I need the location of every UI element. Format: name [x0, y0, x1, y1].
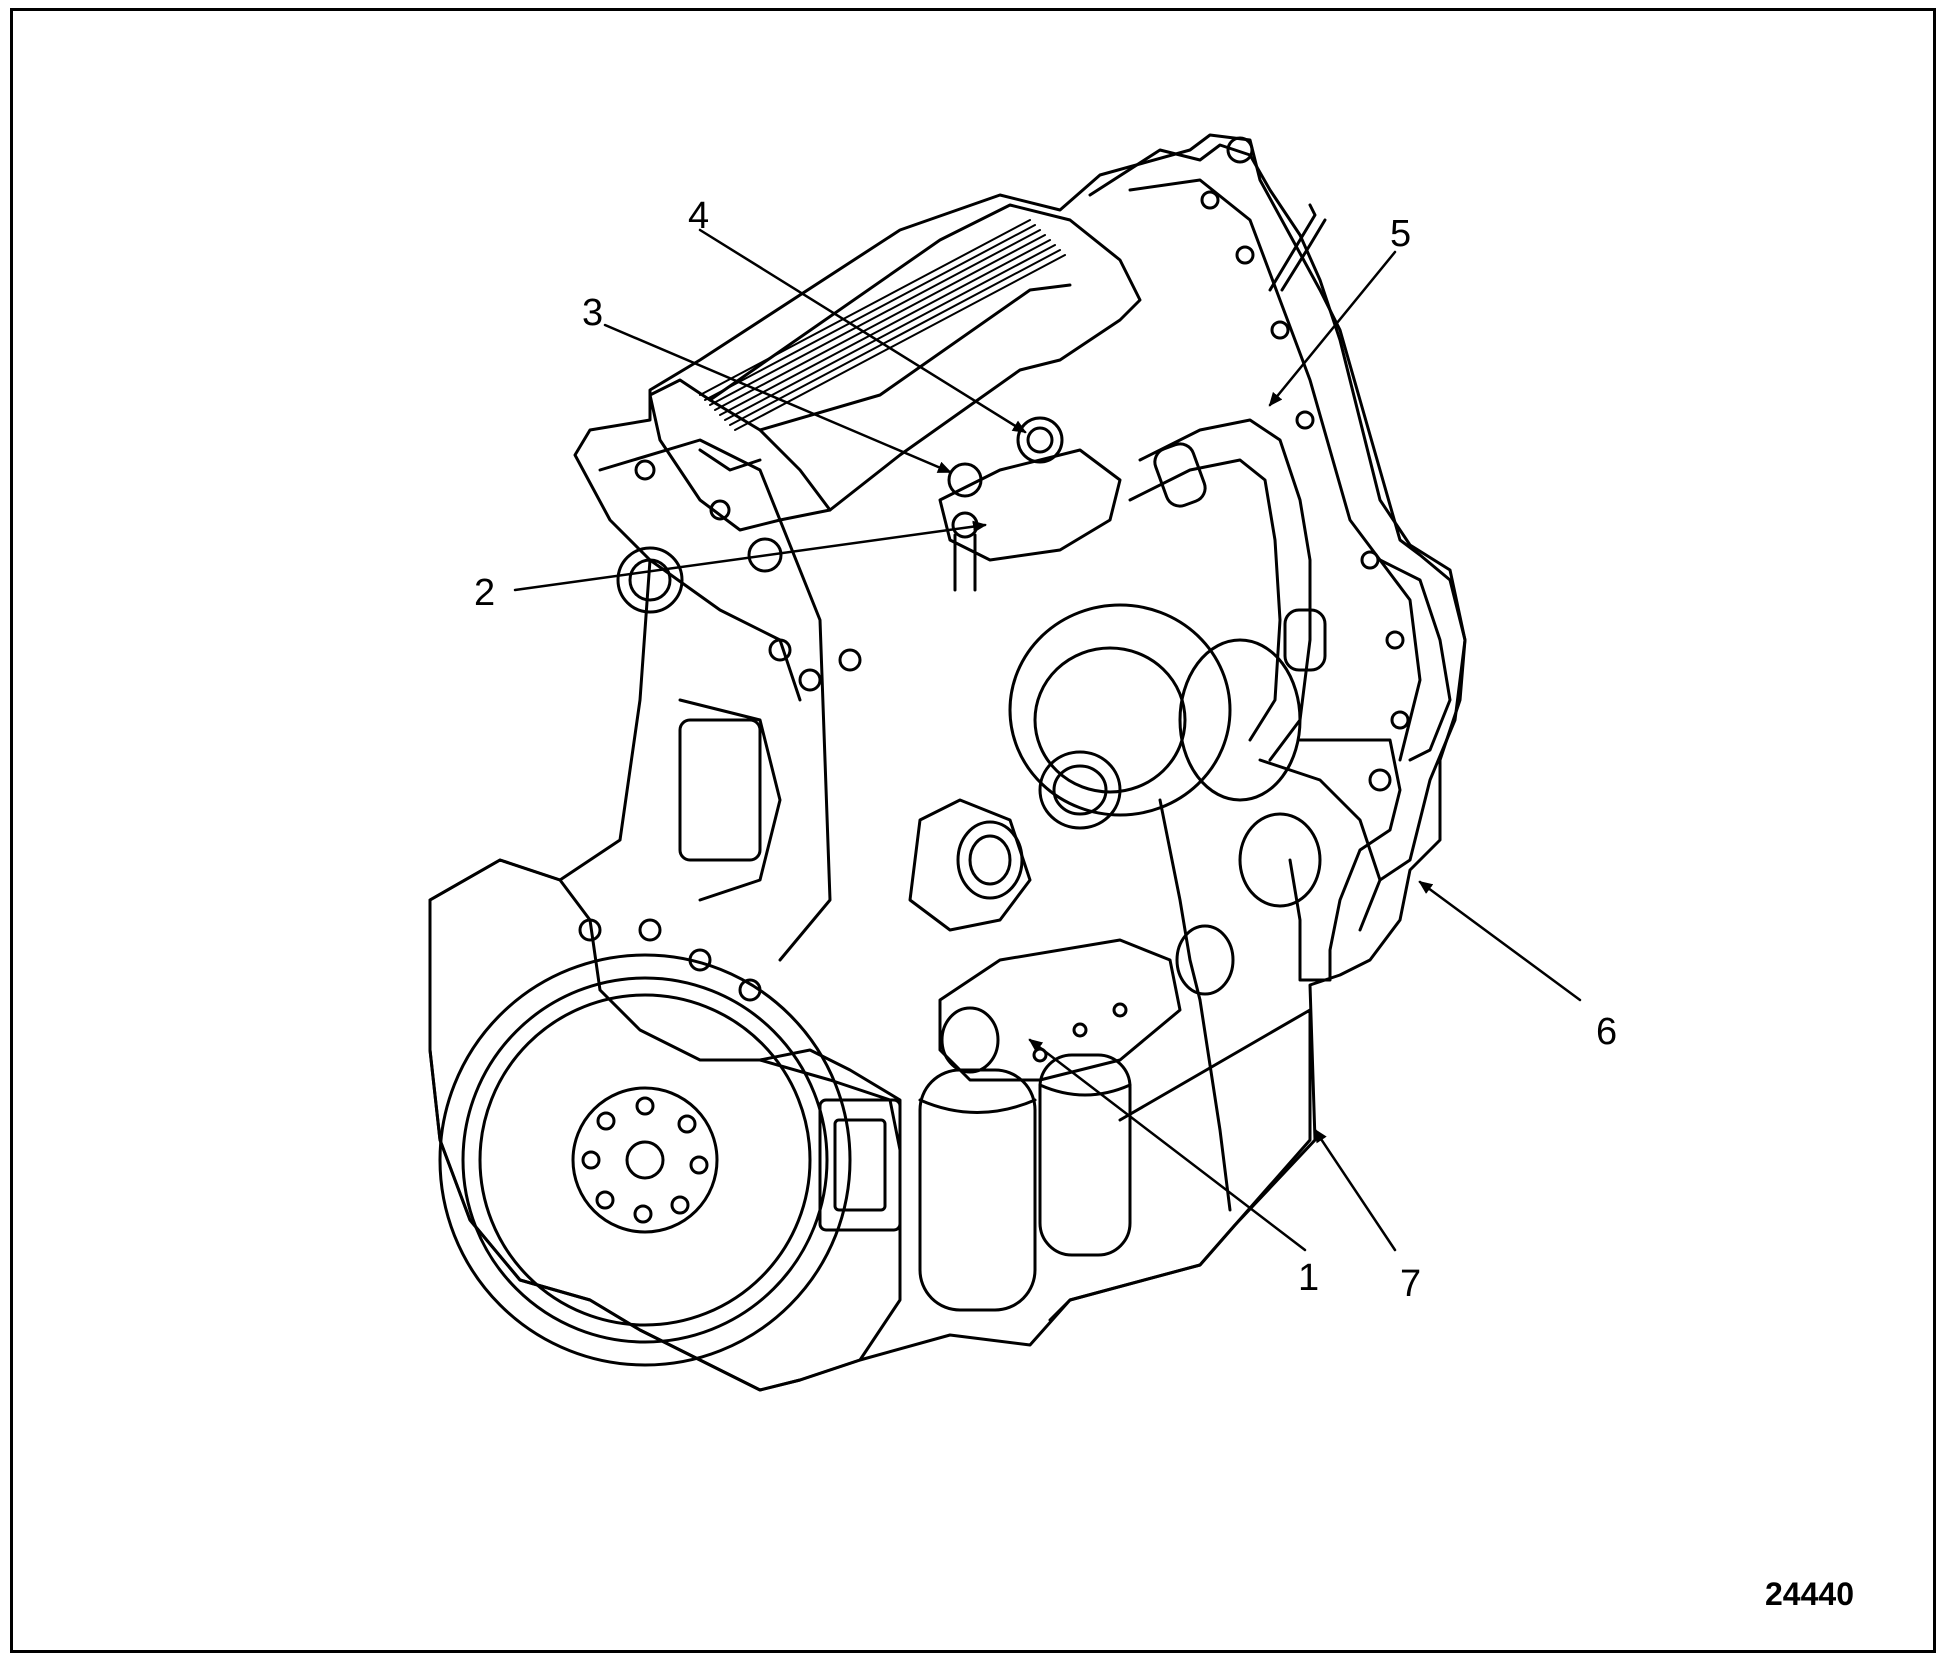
turbocharger — [1008, 603, 1232, 817]
callout-leaders — [513, 228, 1582, 1252]
leader-6 — [1418, 880, 1582, 1002]
fitting-4 — [1016, 416, 1064, 464]
leader-1 — [1028, 1038, 1307, 1252]
callout-5: 5 — [1390, 213, 1411, 255]
callout-4: 4 — [688, 195, 709, 237]
leader-5 — [1268, 250, 1397, 407]
flywheel — [438, 953, 852, 1367]
callout-2: 2 — [474, 572, 495, 614]
oil-filter-2 — [1038, 1053, 1132, 1257]
leader-4 — [698, 228, 1027, 434]
callout-6: 6 — [1596, 1011, 1617, 1053]
callout-3: 3 — [582, 292, 603, 334]
timing-housing — [1088, 143, 1467, 882]
oil-pan — [1048, 1008, 1312, 1322]
rocker-cover — [648, 203, 1142, 532]
figure-number: 24440 — [1765, 1576, 1854, 1612]
fitting-2 — [951, 511, 979, 539]
coolant-pipe — [1138, 418, 1312, 762]
leader-2 — [513, 520, 987, 592]
callout-7: 7 — [1400, 1263, 1421, 1305]
fitting-3 — [947, 462, 983, 498]
figure-frame — [10, 8, 1936, 1653]
thermostat-housing — [1288, 738, 1402, 982]
leader-3 — [603, 323, 952, 474]
flywheel-housing — [428, 858, 902, 1392]
oil-filter-1 — [918, 1068, 1037, 1312]
leader-7 — [1313, 1128, 1397, 1252]
oil-filter-head — [938, 938, 1182, 1082]
callout-1: 1 — [1298, 1257, 1319, 1299]
